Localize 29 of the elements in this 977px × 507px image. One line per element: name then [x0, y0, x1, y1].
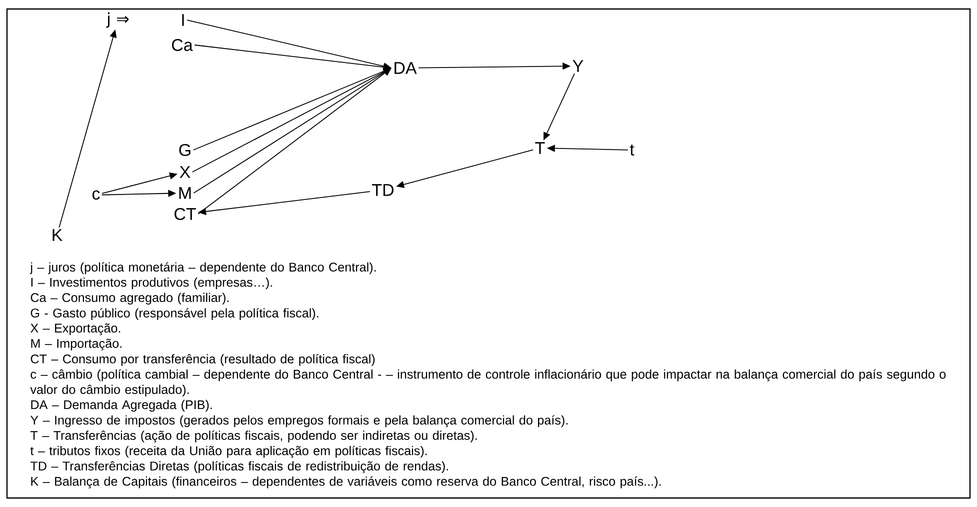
- definition-text: K – Balança de Capitais (financeiros – dependentes de variáveis como reserva do Banco Central, risco país...).: [31, 476, 661, 488]
- variable-label: Ca: [172, 38, 193, 52]
- definition-text: M – Importação.: [31, 338, 122, 350]
- variable-label: M: [179, 187, 191, 199]
- variable-label: TD: [372, 184, 394, 196]
- arrow: [198, 68, 392, 214]
- variable-label: G: [179, 144, 190, 156]
- definition-text: X – Exportação.: [30, 323, 120, 336]
- variable-label: j ⇒: [106, 12, 129, 28]
- definition-text: Y – Ingresso de impostos (gerados pelos empregos formais e pela balança comercial do país).: [30, 415, 568, 428]
- definition-text: T – Transferências (ação de políticas fiscais, podendo ser indiretas ou diretas).: [30, 430, 477, 442]
- definition-text: CT – Consumo por transferência (resultado de política fiscal): [30, 354, 375, 366]
- variable-label: CT: [174, 208, 196, 220]
- definition-text: Ca – Consumo agregado (familiar).: [30, 292, 229, 305]
- variable-label: I: [182, 14, 184, 26]
- variable-label: DA: [394, 62, 417, 74]
- variable-label: c: [92, 190, 100, 200]
- definition-text: DA – Demanda Agregada (PIB).: [31, 400, 212, 412]
- variable-label: X: [180, 166, 190, 178]
- definition-text: j – juros (política monetária – dependente do Banco Central).: [30, 262, 376, 274]
- definition-text: t – tributos fixos (receita da União para aplicação em políticas fiscais).: [30, 446, 427, 458]
- definition-text: G - Gasto público (responsável pela política fiscal).: [30, 308, 318, 320]
- definition-text: TD – Transferências Diretas (políticas fiscais de redistribuição de rendas).: [30, 461, 448, 474]
- definition-text: c – câmbio (política cambial – dependente do Banco Central - – instrumento de controle inflacionário que pode impactar na balança comercial do país segundo o valor do câmbio estipulado).: [30, 369, 946, 396]
- variable-label: t: [630, 144, 634, 156]
- variable-label: Y: [572, 60, 584, 72]
- definition-text: I – Investimentos produtivos (empresas…).: [31, 278, 272, 290]
- variable-label: T: [535, 142, 545, 154]
- variable-label: K: [52, 229, 62, 241]
